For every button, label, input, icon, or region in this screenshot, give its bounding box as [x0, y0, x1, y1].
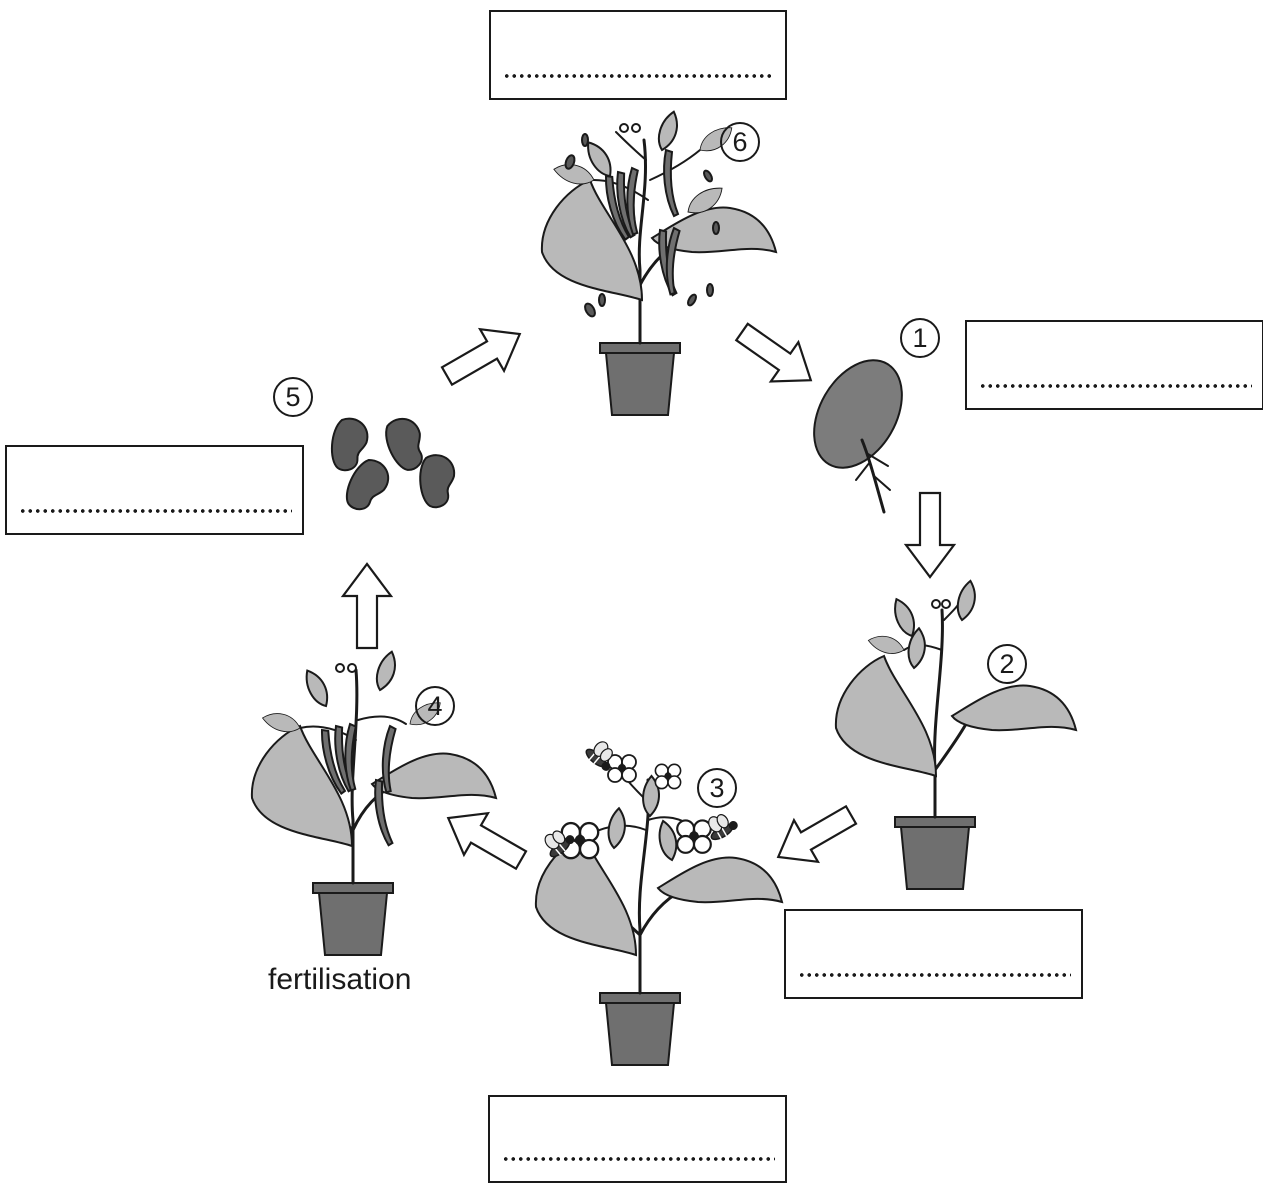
answer-dotted-line [503, 72, 775, 80]
fertilisation-caption: fertilisation [268, 963, 411, 997]
arrow-2-to-3 [766, 794, 863, 878]
answer-dotted-line [502, 1155, 775, 1163]
stage-number-5: 5 [273, 377, 313, 417]
answer-dotted-line [798, 971, 1071, 979]
answer-dotted-line [979, 382, 1252, 390]
arrow-6-to-1 [728, 312, 824, 399]
stage-4-plant-with-pods [252, 649, 496, 955]
answer-box-stage-6[interactable] [489, 10, 787, 100]
answer-box-stage-1[interactable] [965, 320, 1263, 410]
answer-dotted-line [19, 507, 292, 515]
stage-number-3: 3 [697, 768, 737, 808]
answer-box-stage-2[interactable] [784, 909, 1083, 999]
stage-2-young-plant [836, 579, 1076, 889]
arrow-1-to-2 [906, 493, 954, 577]
answer-box-stage-3[interactable] [488, 1095, 787, 1183]
stage-number-1: 1 [900, 318, 940, 358]
arrow-4-to-5 [343, 564, 391, 648]
answer-box-stage-5[interactable] [5, 445, 304, 535]
stage-1-germinating-seed [796, 345, 920, 512]
arrow-5-to-6 [435, 313, 532, 397]
arrow-3-to-4 [436, 797, 533, 881]
stage-number-6: 6 [720, 122, 760, 162]
stage-3-flowering-plant [536, 736, 782, 1065]
stage-5-seeds [328, 414, 454, 517]
stage-number-2: 2 [987, 644, 1027, 684]
stage-number-4: 4 [415, 686, 455, 726]
